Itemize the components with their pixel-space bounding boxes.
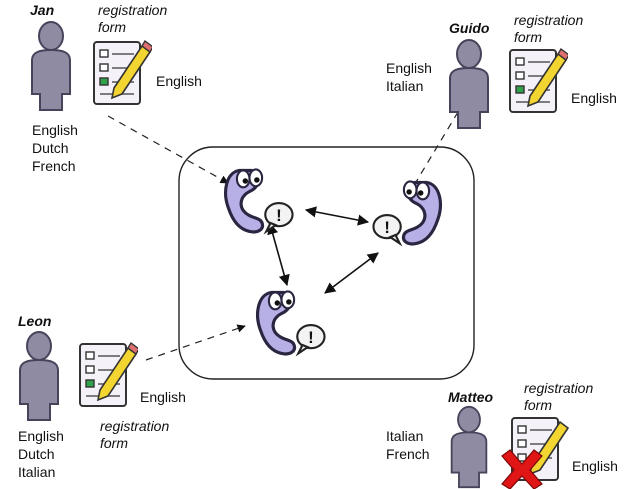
agent-link-right	[324, 252, 379, 294]
user-name-leon: Leon	[18, 313, 52, 329]
language-item: Italian	[386, 428, 424, 444]
language-item: Dutch	[18, 446, 55, 462]
user-name-matteo: Matteo	[448, 389, 494, 405]
network-boundary	[178, 146, 475, 380]
language-item: Italian	[386, 78, 424, 94]
form-label-guido: registration form	[514, 12, 584, 45]
form-language-leon: English	[140, 389, 186, 405]
language-item: Italian	[18, 464, 56, 480]
language-item: English	[386, 60, 432, 76]
phone-agent-icon	[371, 179, 442, 246]
link-guido	[409, 111, 459, 193]
language-item: English	[18, 428, 64, 444]
languages-matteo: Italian French	[386, 427, 430, 463]
person-icon	[450, 405, 488, 489]
form-language-guido: English	[571, 90, 617, 106]
phone-agent-icon	[224, 167, 295, 234]
user-name-guido: Guido	[449, 20, 490, 36]
person-icon	[31, 21, 71, 111]
language-item: French	[386, 446, 430, 462]
person-icon	[449, 39, 489, 129]
registration-form-icon	[93, 39, 152, 105]
registration-form-icon	[509, 47, 568, 113]
language-item: English	[32, 122, 78, 138]
language-item: Dutch	[32, 140, 69, 156]
languages-leon: English Dutch Italian	[18, 427, 64, 481]
user-name-jan: Jan	[30, 2, 55, 18]
form-language-jan: English	[156, 73, 202, 89]
pencil-icon	[526, 47, 568, 108]
pencil-icon	[110, 39, 152, 100]
pencil-icon	[96, 341, 138, 402]
registration-form-icon	[501, 417, 570, 489]
link-jan	[107, 115, 229, 184]
language-item: French	[32, 158, 76, 174]
agent-link-top	[304, 206, 370, 226]
form-language-matteo: English	[572, 458, 618, 474]
form-label-leon: registration form	[100, 418, 170, 451]
form-label-matteo: registration form	[524, 380, 594, 413]
link-leon	[145, 324, 246, 361]
agent-link-left	[267, 222, 290, 287]
person-icon	[19, 331, 59, 421]
languages-jan: English Dutch French	[32, 121, 78, 175]
red-x-icon	[501, 449, 543, 489]
form-label-jan: registration form	[98, 2, 168, 35]
registration-form-icon	[79, 341, 138, 407]
languages-guido: English Italian	[386, 59, 432, 95]
phone-agent-icon	[256, 289, 327, 356]
